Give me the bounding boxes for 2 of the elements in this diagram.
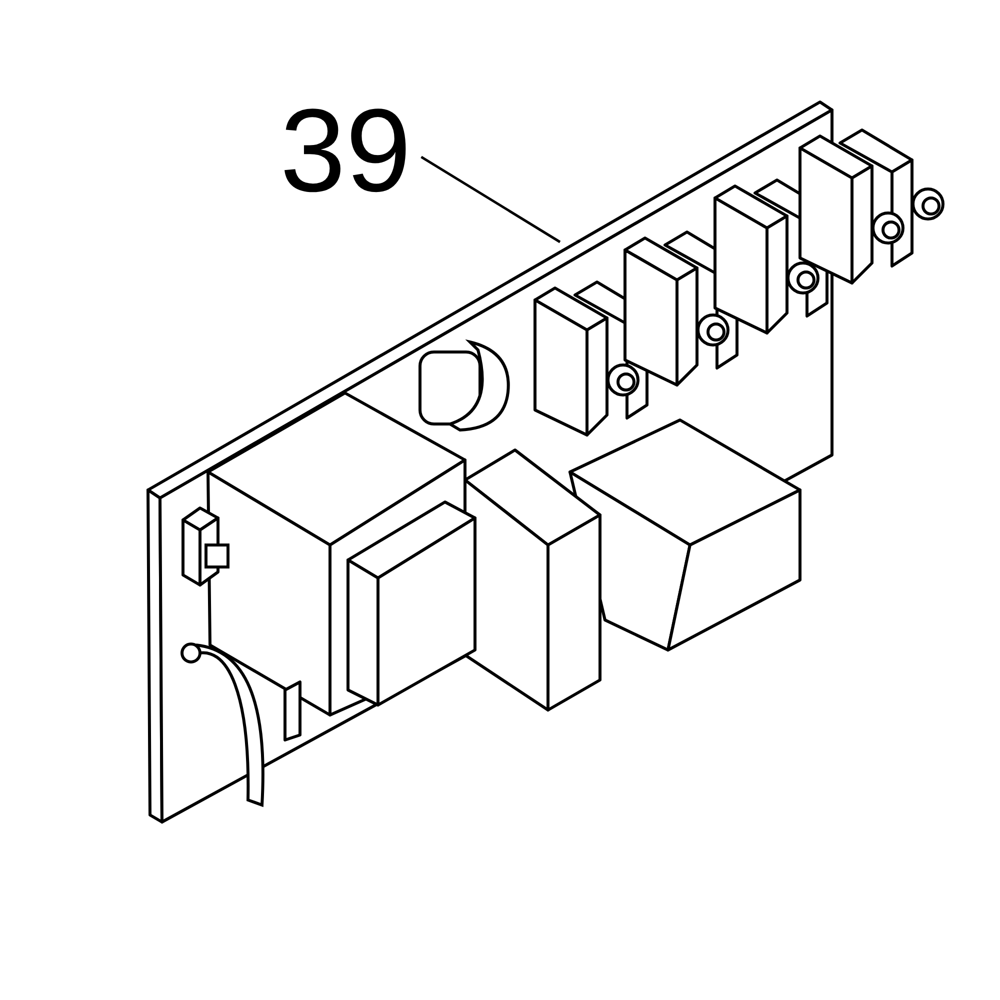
callout-number: 39 bbox=[280, 92, 412, 210]
circuit-board-drawing bbox=[146, 100, 944, 824]
